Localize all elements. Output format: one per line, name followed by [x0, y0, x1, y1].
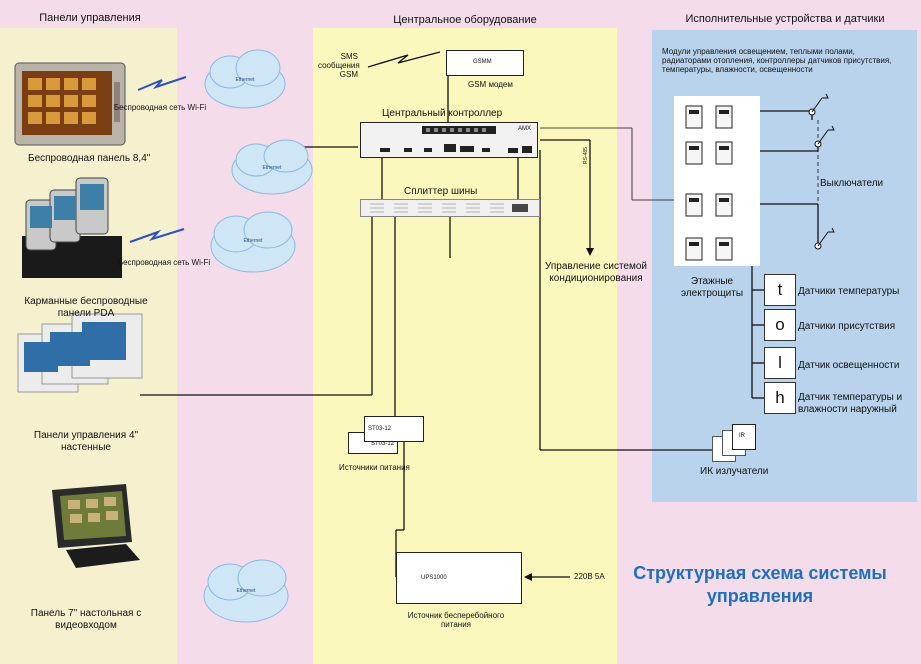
ups-box-label: UPS1000	[421, 575, 447, 581]
light-sensor-symbol: l	[764, 347, 796, 379]
ir-box-front: IR	[732, 424, 756, 450]
pda-label: Карманные беспроводные панели PDA	[24, 296, 148, 319]
wireless-panel-image	[14, 62, 126, 146]
central-controller	[360, 122, 538, 158]
wifi-label-1: Беспроводная сеть Wi-Fi	[113, 103, 207, 112]
diagram-title: Структурная схема системы управления	[633, 563, 887, 606]
ethernet-cloud-1: Ethernet	[200, 44, 290, 114]
ethernet-label: Ethernet	[243, 238, 263, 244]
ethernet-label: Ethernet	[235, 77, 255, 83]
modules-label: Модули управления освещением, теплыми по…	[662, 47, 892, 74]
header-actuators-sensors: Исполнительные устройства и датчики	[685, 13, 885, 25]
psu-box-b-label: ST03-12	[371, 441, 395, 447]
ethernet-cloud-3: Ethernet	[206, 204, 300, 278]
psu-box-a-label: ST03-12	[368, 426, 392, 432]
controller-label: Центральный контроллер	[382, 108, 503, 119]
floor-panels-label: Этажные электрощиты	[680, 276, 744, 299]
presence-sensor-symbol: o	[764, 309, 796, 341]
gsm-modem-box: GSMM	[446, 50, 524, 76]
psu-label: Источники питания	[339, 463, 410, 472]
wall-panels-label: Панели управления 4" настенные	[33, 430, 139, 453]
gsm-lightning	[367, 51, 441, 68]
header-central-equipment: Центральное оборудование	[393, 14, 537, 26]
gsm-box-label: GSMM	[473, 59, 492, 65]
ethernet-label: Ethernet	[236, 588, 256, 594]
temperature-sensor-label: Датчики температуры	[798, 286, 900, 297]
psu-box-a: ST03-12	[364, 416, 424, 442]
humidity-sensor-symbol: h	[764, 382, 796, 414]
ups-box: UPS1000	[396, 552, 522, 604]
switches-label: Выключатели	[820, 178, 884, 189]
wifi-label-2: Беспроводная сеть Wi-Fi	[117, 258, 211, 267]
controller-badge: AMX	[518, 126, 532, 132]
desk-panel-label: Панель 7" настольная с видеовходом	[30, 608, 142, 631]
wireless-panel-label: Беспроводная панель 8,4"	[28, 153, 151, 164]
gsm-modem-label: GSM модем	[468, 80, 513, 89]
temperature-sensor-symbol: t	[764, 274, 796, 306]
header-control-panels: Панели управления	[39, 12, 141, 24]
light-sensor-label: Датчик освещенности	[798, 360, 900, 371]
wifi-lightning-top	[137, 76, 187, 91]
ups-label: Источник бесперебойного питания	[407, 611, 505, 629]
bus-splitter	[360, 199, 540, 217]
floor-panels-image	[674, 96, 760, 266]
presence-sensor-label: Датчики присутствия	[798, 321, 896, 332]
wall-panels-image	[17, 313, 143, 393]
desk-panel-image	[52, 484, 140, 568]
ethernet-cloud-2: Ethernet	[228, 132, 316, 200]
ac-control-label: Управление системой кондиционирования	[544, 261, 647, 284]
ir-label: ИК излучатели	[700, 466, 769, 477]
ir-box-label: IR	[739, 433, 745, 439]
mains-label: 220В 5А	[574, 572, 605, 581]
wifi-lightning-bottom	[129, 228, 185, 243]
humidity-sensor-label: Датчик температуры и влажности наружный	[798, 392, 903, 415]
ethernet-label: Ethernet	[262, 165, 282, 171]
sms-label: SMS сообщения GSM	[318, 52, 360, 79]
splitter-label: Сплиттер шины	[404, 186, 478, 197]
pda-image	[22, 177, 122, 278]
ethernet-cloud-4: Ethernet	[200, 552, 292, 628]
rs485-label: RS-485	[583, 147, 589, 164]
